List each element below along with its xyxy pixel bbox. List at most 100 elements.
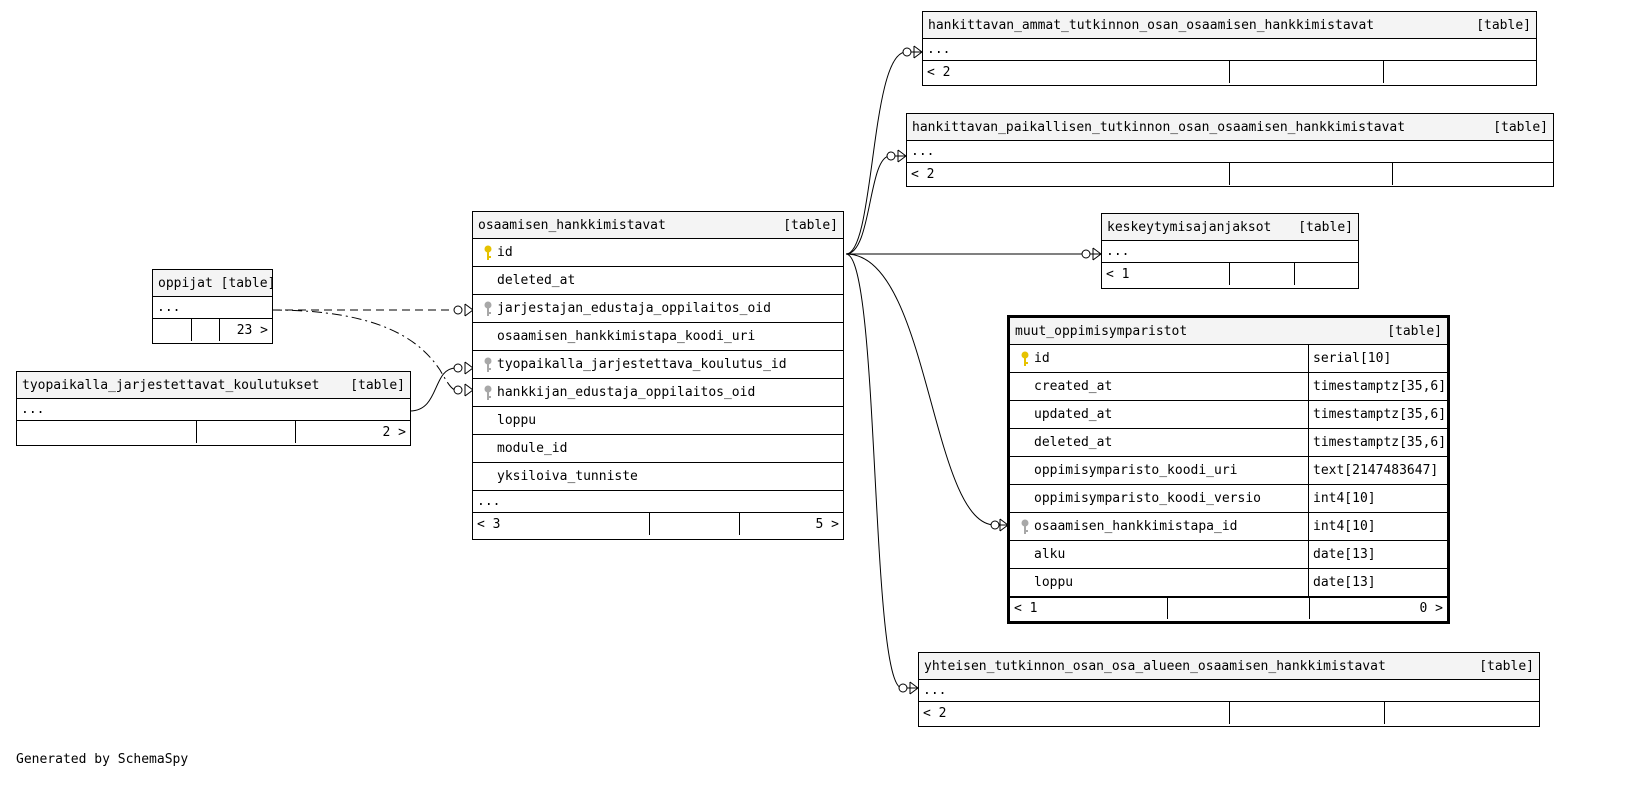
table-footer: < 2	[919, 702, 1539, 724]
footer-children	[1392, 163, 1553, 185]
more-columns: ...	[473, 491, 843, 513]
footer-children	[1384, 702, 1539, 724]
footer-parents: < 1	[1106, 266, 1130, 282]
column-type: timestamptz[35,6]	[1308, 401, 1447, 428]
footer-children: 2 >	[295, 421, 410, 443]
table-tag: [table]	[1479, 658, 1534, 674]
table-header: tyopaikalla_jarjestettavat_koulutukset […	[17, 372, 410, 399]
column-row: oppimisymparisto_koodi_uri text[214748364…	[1010, 457, 1447, 485]
column-row: tyopaikalla_jarjestettava_koulutus_id	[473, 351, 843, 379]
table-name: oppijat	[158, 275, 213, 291]
edge-tyo-oh	[409, 367, 457, 412]
more-columns: ...	[153, 297, 272, 319]
column-row: jarjestajan_edustaja_oppilaitos_oid	[473, 295, 843, 323]
table-footer: < 2	[923, 61, 1536, 83]
column-type: timestamptz[35,6]	[1308, 429, 1447, 456]
column-row: yksiloiva_tunniste	[473, 463, 843, 491]
column-row: loppu	[473, 407, 843, 435]
footer-columns	[1229, 61, 1383, 83]
edge-oh-yht	[845, 253, 918, 689]
table-tag: [table]	[783, 217, 838, 233]
table-hankittavan-ammat[interactable]: hankittavan_ammat_tutkinnon_osan_osaamis…	[922, 11, 1537, 86]
column-row: deleted_at	[473, 267, 843, 295]
column-name: alku	[1034, 547, 1066, 562]
column-type: timestamptz[35,6]	[1308, 373, 1447, 400]
generated-by-credit: Generated by SchemaSpy	[16, 752, 189, 767]
footer-children	[1294, 263, 1358, 285]
table-name: yhteisen_tutkinnon_osan_osa_alueen_osaam…	[924, 658, 1386, 674]
column-name: deleted_at	[497, 273, 576, 288]
footer-children: 5 >	[739, 513, 843, 535]
more-columns: ...	[1102, 241, 1358, 263]
column-type: text[2147483647]	[1308, 457, 1447, 484]
table-osaamisen-hankkimistavat[interactable]: osaamisen_hankkimistavat [table] id dele…	[472, 211, 844, 540]
table-name: hankittavan_ammat_tutkinnon_osan_osaamis…	[928, 17, 1375, 33]
table-header: keskeytymisajanjaksot [table]	[1102, 214, 1358, 241]
column-name: oppimisymparisto_koodi_uri	[1034, 463, 1238, 478]
table-tag: [table]	[1387, 323, 1442, 339]
table-header: hankittavan_ammat_tutkinnon_osan_osaamis…	[923, 12, 1536, 39]
column-name: module_id	[497, 441, 568, 456]
table-name: osaamisen_hankkimistavat	[478, 217, 666, 233]
table-tag: [table]	[220, 275, 276, 291]
more-columns: ...	[919, 680, 1539, 702]
table-tag: [table]	[350, 377, 405, 393]
table-hankittavan-paikallisen[interactable]: hankittavan_paikallisen_tutkinnon_osan_o…	[906, 113, 1554, 187]
footer-parents	[17, 421, 196, 443]
key-gray-icon	[479, 385, 497, 401]
column-name: hankkijan_edustaja_oppilaitos_oid	[497, 385, 756, 400]
column-type: date[13]	[1308, 541, 1447, 568]
more-columns: ...	[17, 399, 410, 421]
footer-columns	[191, 319, 219, 341]
table-keskeytymisajanjaksot[interactable]: keskeytymisajanjaksot [table] ... < 1	[1101, 213, 1359, 289]
table-name: muut_oppimisymparistot	[1015, 323, 1188, 339]
key-gold-icon	[479, 245, 497, 261]
column-name: id	[1034, 351, 1050, 366]
table-yhteisen-tutkinnon-osan[interactable]: yhteisen_tutkinnon_osan_osa_alueen_osaam…	[918, 652, 1540, 727]
table-muut-oppimisymparistot[interactable]: muut_oppimisymparistot [table] id serial[…	[1007, 315, 1450, 624]
footer-children: 0 >	[1309, 598, 1447, 619]
table-footer: < 2	[907, 163, 1553, 185]
column-type: int4[10]	[1308, 485, 1447, 512]
table-oppijat[interactable]: oppijat [table] ... 23 >	[152, 269, 276, 344]
footer-columns	[196, 421, 295, 443]
column-row: module_id	[473, 435, 843, 463]
footer-parents: < 3	[477, 516, 501, 532]
column-type: serial[10]	[1308, 345, 1447, 372]
table-tag: [table]	[1476, 17, 1531, 33]
column-name: updated_at	[1034, 407, 1113, 422]
key-gray-icon	[479, 301, 497, 317]
footer-parents	[153, 319, 191, 341]
footer-children: 23 >	[219, 319, 272, 341]
footer-columns	[1167, 598, 1309, 619]
column-row: alku date[13]	[1010, 541, 1447, 569]
footer-columns	[1229, 263, 1294, 285]
key-gray-icon	[479, 357, 497, 373]
column-row: id	[473, 239, 843, 267]
column-row: hankkijan_edustaja_oppilaitos_oid	[473, 379, 843, 407]
footer-columns	[1229, 702, 1384, 724]
table-name: hankittavan_paikallisen_tutkinnon_osan_o…	[912, 119, 1406, 135]
more-columns: ...	[923, 39, 1536, 61]
column-name: id	[497, 245, 513, 260]
column-name: jarjestajan_edustaja_oppilaitos_oid	[497, 301, 771, 316]
table-name: keskeytymisajanjaksot	[1107, 219, 1272, 235]
table-name: tyopaikalla_jarjestettavat_koulutukset	[22, 377, 320, 393]
key-gray-icon	[1016, 519, 1034, 535]
column-name: osaamisen_hankkimistapa_koodi_uri	[497, 329, 756, 344]
table-footer: < 1 0 >	[1010, 597, 1447, 619]
footer-children	[1383, 61, 1536, 83]
key-gold-icon	[1016, 351, 1034, 367]
edge-oh-hpt	[845, 155, 906, 255]
table-header: hankittavan_paikallisen_tutkinnon_osan_o…	[907, 114, 1553, 141]
column-name: yksiloiva_tunniste	[497, 469, 638, 484]
column-type: date[13]	[1308, 569, 1447, 596]
table-footer: < 1	[1102, 263, 1358, 285]
footer-parents: < 2	[911, 166, 935, 182]
table-tyopaikalla-jarjestettavat-koulutukset[interactable]: tyopaikalla_jarjestettavat_koulutukset […	[16, 371, 411, 446]
column-row: updated_at timestamptz[35,6]	[1010, 401, 1447, 429]
